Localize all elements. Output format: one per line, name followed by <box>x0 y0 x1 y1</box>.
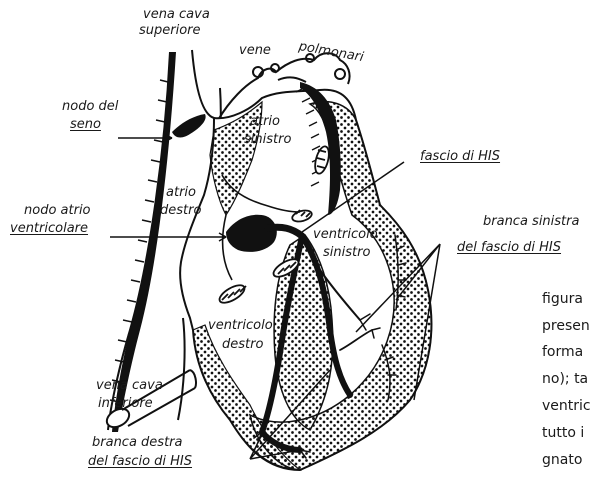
label-fascio-di-his: fascio di HIS <box>420 150 500 164</box>
side-text-line: ventric <box>542 396 591 416</box>
label-ventricolo-destro-1: ventricolo <box>208 319 273 333</box>
label-atrio-destro-2: destro <box>160 204 201 218</box>
side-text-line: tutto i <box>542 423 584 443</box>
label-ventricolo-sinistro-1: ventricolo <box>313 228 378 242</box>
vena-cava-hatching <box>108 80 168 422</box>
side-text-line: figura <box>542 289 583 309</box>
label-vena-cava-inferiore-2: inferiore <box>98 397 153 411</box>
label-vena-cava-inferiore-1: vena cava <box>96 379 163 393</box>
label-ventricolo-destro-2: destro <box>222 338 263 352</box>
label-nodo-del-seno-1: nodo del <box>62 100 118 114</box>
label-vena-cava-superiore-2: superiore <box>139 24 201 38</box>
side-text-line: gnato <box>542 450 582 470</box>
label-ventricolo-sinistro-2: sinistro <box>323 246 370 260</box>
label-atrio-destro-1: atrio <box>166 186 196 200</box>
label-vena-cava-superiore-1: vena cava <box>143 8 210 22</box>
label-branca-destra-1: branca destra <box>92 436 182 450</box>
label-nodo-atrio-ventricolare-2: ventricolare <box>10 222 88 236</box>
side-text-line: forma <box>542 342 583 362</box>
label-atrio-sinistro-2: sinistro <box>244 133 291 147</box>
label-branca-sinistra-2: del fascio di HIS <box>457 241 561 255</box>
label-branca-destra-2: del fascio di HIS <box>88 455 192 469</box>
sinus-node <box>172 114 206 138</box>
side-text-line: presen <box>542 316 590 336</box>
label-atrio-sinistro-1: atrio <box>250 115 280 129</box>
side-text-line: no); ta <box>542 369 588 389</box>
label-nodo-atrio-ventricolare-1: nodo atrio <box>24 204 91 218</box>
label-branca-sinistra-1: branca sinistra <box>483 215 579 229</box>
label-vene: vene <box>239 44 271 58</box>
label-nodo-del-seno-2: seno <box>70 118 101 132</box>
